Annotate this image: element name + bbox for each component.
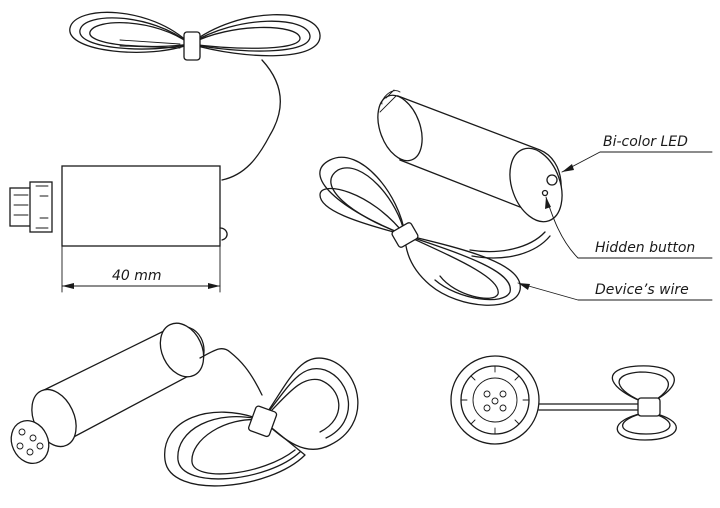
dimension-label: 40 mm xyxy=(112,268,162,284)
hidden-button-label: Hidden button xyxy=(595,240,695,256)
isometric-cable-coil xyxy=(319,156,551,306)
side-view-body xyxy=(61,165,221,247)
end-view-cable-coil xyxy=(611,365,677,441)
side-view-connector xyxy=(9,181,53,233)
side-view-device: 40 mm xyxy=(9,11,321,293)
bi-color-led-label: Bi-color LED xyxy=(603,134,688,150)
callout-bi-color-led: Bi-color LED xyxy=(561,134,713,173)
bottom-left-view-device xyxy=(10,322,359,487)
end-view-device xyxy=(450,355,677,445)
isometric-view-device: Bi-color LED Hidden button Device’s wire xyxy=(319,89,713,306)
bottom-left-connector xyxy=(10,420,50,464)
callout-devices-wire: Device’s wire xyxy=(517,282,713,301)
callout-hidden-button: Hidden button xyxy=(545,196,713,259)
dimension-line xyxy=(61,245,221,293)
side-view-cable-coil xyxy=(69,11,321,181)
bottom-left-cable-coil xyxy=(164,348,359,487)
isometric-body xyxy=(377,89,563,223)
devices-wire-label: Device’s wire xyxy=(595,282,689,298)
